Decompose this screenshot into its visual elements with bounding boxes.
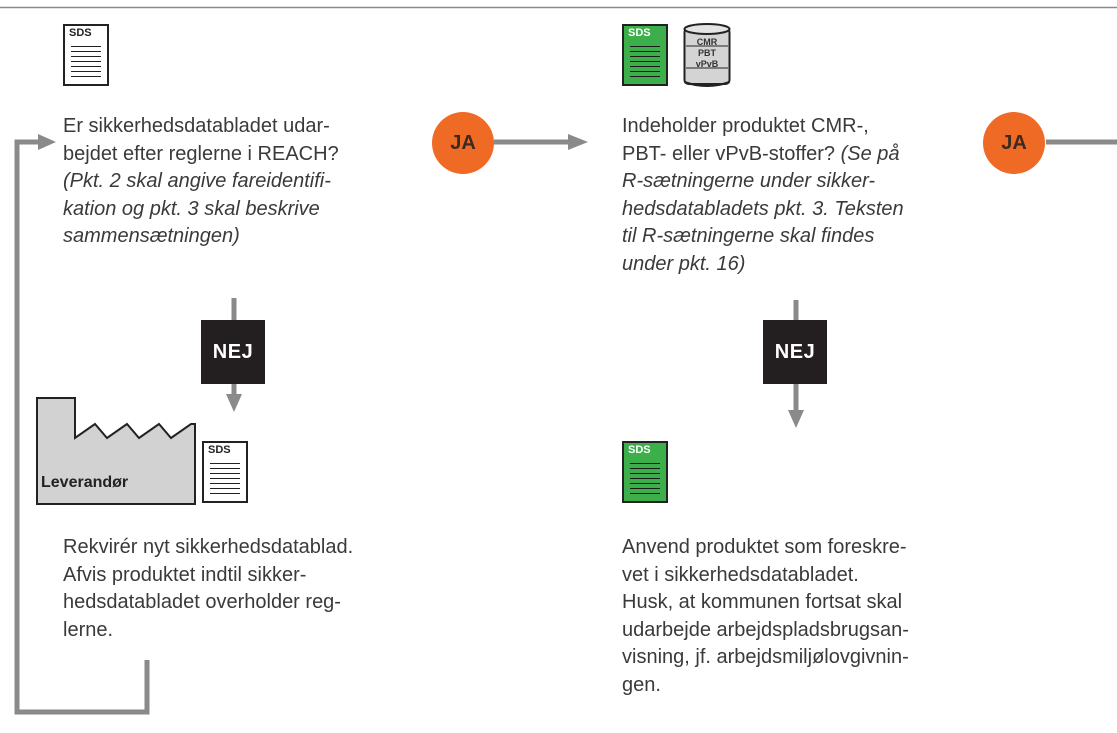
text-line: sammensætningen) [63, 225, 240, 247]
text-line: hedsdatabladets pkt. 3. Teksten [622, 197, 904, 220]
sds-green-document-icon: SDS [622, 441, 668, 503]
use-product-text: Anvend produktet som foreskre- vet i sik… [622, 534, 909, 699]
request-new-sds-text: Rekvirér nyt sikkerhedsdatablad. Afvis p… [63, 534, 353, 644]
drum-label-vpvb: vPvB [695, 59, 719, 69]
text-line: (Pkt. 2 skal angive fareidentifi- [63, 170, 331, 192]
question-reach-text: Er sikkerhedsdatabladet udar- bejdet eft… [63, 113, 339, 251]
question-cmr-text: Indeholder produktet CMR-, PBT- eller vP… [622, 113, 904, 278]
text-line: under pkt. 16) [622, 252, 746, 275]
text-line: Rekvirér nyt sikkerhedsdatablad. [63, 536, 354, 558]
sds-label: SDS [628, 444, 651, 456]
ja-badge-1: JA [432, 112, 494, 174]
text-line: bejdet efter reglerne i REACH? [63, 142, 339, 165]
text-line: Husk, at kommunen fortsat skal [622, 591, 903, 613]
text-line: vet i sikkerhedsdatabladet. [622, 563, 859, 586]
sds-label: SDS [628, 27, 651, 39]
text-line: lerne. [63, 618, 114, 641]
chemical-drum-icon: CMR PBT vPvB [683, 22, 731, 90]
ja-arrow-1-head [568, 134, 588, 150]
nej-arrow-1-head [226, 394, 242, 412]
text-line: til R-sætningerne skal findes [622, 225, 875, 247]
factory-icon: Leverandør [35, 396, 197, 506]
text-line: PBT- eller vPvB-stoffer? (Se på [622, 142, 900, 165]
loop-back-line [14, 139, 150, 715]
ja-badge-2: JA [983, 112, 1045, 174]
text-line: Indeholder produktet CMR-, [622, 115, 869, 137]
text-line: R-sætningerne under sikker- [622, 170, 876, 192]
text-line: udarbejde arbejdspladsbrugsan- [622, 618, 909, 641]
sds-green-document-icon: SDS [622, 24, 668, 86]
factory-label: Leverandør [41, 474, 129, 491]
nej-arrow-2-head [788, 410, 804, 428]
text-line: Anvend produktet som foreskre- [622, 536, 907, 558]
text-line: kation og pkt. 3 skal beskrive [63, 197, 320, 220]
text-line: hedsdatabladet overholder reg- [63, 591, 341, 613]
sds-label: SDS [208, 444, 231, 456]
text-line: gen. [622, 673, 661, 696]
text-line: Afvis produktet indtil sikker- [63, 563, 307, 586]
sds-label: SDS [69, 27, 92, 39]
drum-label-pbt: PBT [698, 48, 716, 58]
drum-label-cmr: CMR [696, 37, 718, 47]
nej-badge-1: NEJ [201, 320, 265, 384]
loop-back-arrowhead [38, 134, 56, 150]
sds-document-icon: SDS [63, 24, 109, 86]
sds-document-icon: SDS [202, 441, 248, 503]
text-line: visning, jf. arbejdsmiljølovgivnin- [622, 646, 909, 668]
text-line: Er sikkerhedsdatabladet udar- [63, 115, 330, 137]
nej-badge-2: NEJ [763, 320, 827, 384]
